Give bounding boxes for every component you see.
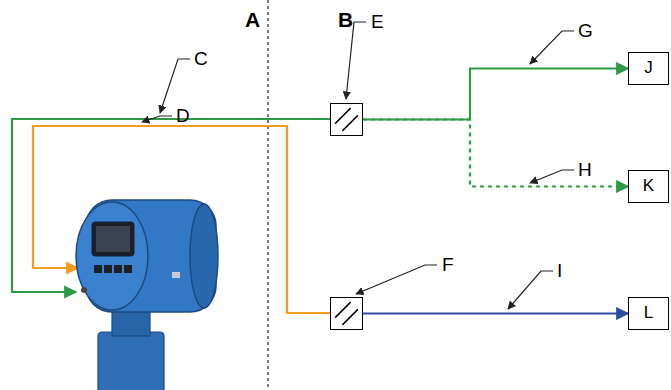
wire-d <box>33 126 330 313</box>
callout-letter: D <box>176 105 190 127</box>
callout-letter: E <box>371 11 384 33</box>
device-box: J <box>628 52 669 85</box>
zone-label: A <box>245 8 260 32</box>
callout-letter: I <box>557 260 562 282</box>
device-box: K <box>628 170 669 203</box>
box-letter: J <box>629 58 668 78</box>
zone-divider <box>267 0 268 390</box>
box-letter: L <box>629 303 668 323</box>
callout-letter: F <box>442 254 454 276</box>
callout-letter: H <box>578 159 592 181</box>
signal-line <box>363 312 628 314</box>
signal-line <box>363 69 628 120</box>
leader-lines <box>142 22 574 309</box>
callout-letter: C <box>194 48 208 70</box>
isolator-symbol <box>331 104 362 135</box>
box-letter: K <box>629 176 668 196</box>
zone-label: B <box>338 8 353 32</box>
callout-letter: G <box>578 20 593 42</box>
signal-line <box>363 120 628 187</box>
isolator-box: F <box>330 297 363 330</box>
transmitter <box>76 200 218 390</box>
isolator-symbol <box>331 298 362 329</box>
isolator-box: E <box>330 103 363 136</box>
device-box: L <box>628 297 669 330</box>
